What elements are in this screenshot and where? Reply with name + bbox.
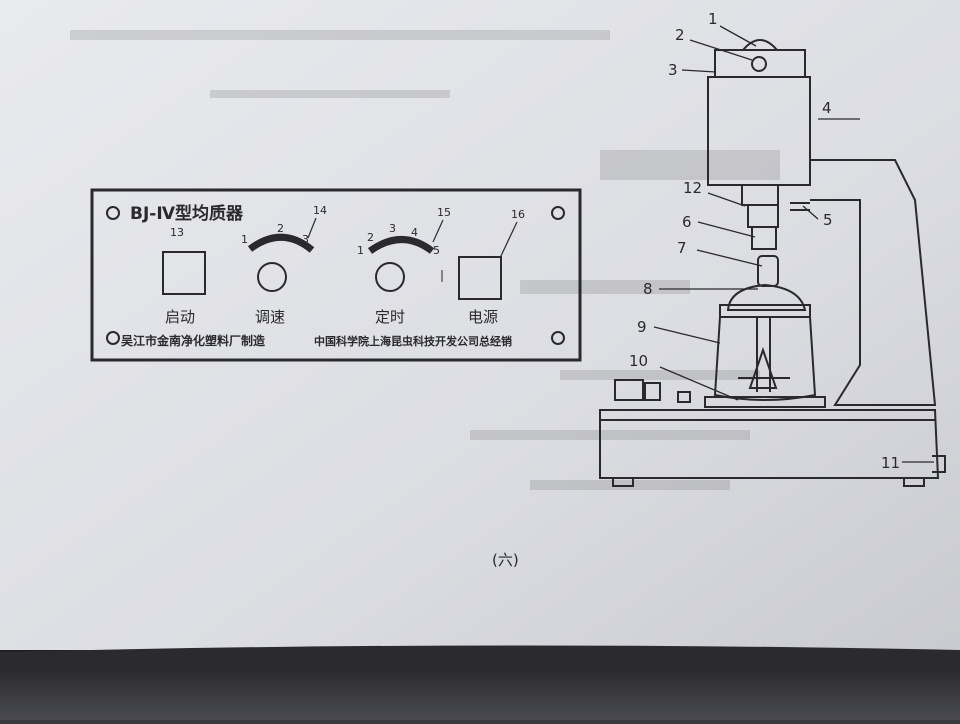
timer-scale-3: 3 [389,222,396,235]
part-number-1: 1 [708,10,718,28]
speed-label: 调速 [255,308,285,326]
callout-14: 14 [313,204,327,217]
jar-lid [726,283,807,311]
part-number-6: 6 [682,213,692,231]
leader-2 [689,39,753,61]
base-control-small [677,391,691,403]
part-numbers: 1 2 3 4 5 6 7 8 9 10 11 12 [629,10,900,472]
timer-scale-1: 1 [357,244,364,257]
part-number-5: 5 [823,211,833,229]
jar-body [713,316,817,401]
indicator-lamp [751,56,767,72]
leader-12 [707,192,746,207]
jar-lid-rim [719,304,811,318]
panel-frame [90,188,582,362]
callout-line-16 [499,221,518,259]
part-number-10: 10 [629,352,648,370]
leader-5 [802,205,819,220]
timer-scale-4: 4 [411,226,418,239]
speed-scale-1: 1 [241,233,248,246]
start-button [162,251,206,295]
page-label: (六) [492,551,519,569]
screw-hole [106,206,120,220]
base-control-left [614,379,644,401]
timer-label: 定时 [375,308,405,326]
power-switch [458,256,502,300]
timer-scale-arc [367,236,435,254]
machine-column [810,159,937,406]
machine-base [599,409,940,479]
timer-scale-2: 2 [367,231,374,244]
speed-scale-2: 2 [277,222,284,235]
callout-13: 13 [170,226,184,239]
screw-hole [106,331,120,345]
screw-hole [551,206,565,220]
paper-shadow [0,645,960,668]
part-number-4: 4 [822,99,832,117]
motor-cap [714,49,806,78]
control-panel: BJ-Ⅳ型均质器 13 启动 1 2 3 14 调速 1 2 3 4 5 15 … [90,188,582,362]
speed-knob [257,262,287,292]
part-number-12: 12 [683,179,702,197]
timer-knob [375,262,405,292]
paper-sheet [0,0,960,668]
leader-1 [719,25,757,47]
leader-9 [653,326,721,344]
panel-title: BJ-Ⅳ型均质器 [130,203,244,224]
blade [748,346,778,389]
callout-15: 15 [437,206,451,219]
callout-line-14 [307,217,317,239]
leader-3 [681,69,717,73]
foot-left [612,477,634,487]
manufacturer-text: 吴江市金南净化塑料厂制造 [121,333,266,348]
part-number-3: 3 [668,61,678,79]
distributor-text: 中国科学院上海昆虫科技开发公司总经销 [314,334,512,348]
leader-7 [696,249,763,267]
homogenizer-illustration [599,39,946,487]
top-knob [742,39,778,51]
foot-right [903,477,925,487]
callout-16: 16 [511,208,525,221]
part-number-7: 7 [677,239,687,257]
start-label: 启动 [165,308,195,326]
speed-scale-arc [247,233,315,253]
part-number-8: 8 [643,280,653,298]
part-leader-lines [653,25,934,463]
part-number-11: 11 [881,454,900,472]
timer-scale-5: 5 [433,244,440,257]
base-control-mid [644,382,661,401]
part-number-9: 9 [637,318,647,336]
speed-scale-3: 3 [302,233,309,246]
part-number-2: 2 [675,26,685,44]
screw-hole [551,331,565,345]
callout-line-15 [432,219,444,243]
jar-base-plate [704,396,826,408]
spindle-lower [751,226,777,250]
leader-6 [697,221,756,238]
leader-10 [659,366,739,401]
power-socket [932,455,946,473]
power-label: 电源 [468,308,498,326]
